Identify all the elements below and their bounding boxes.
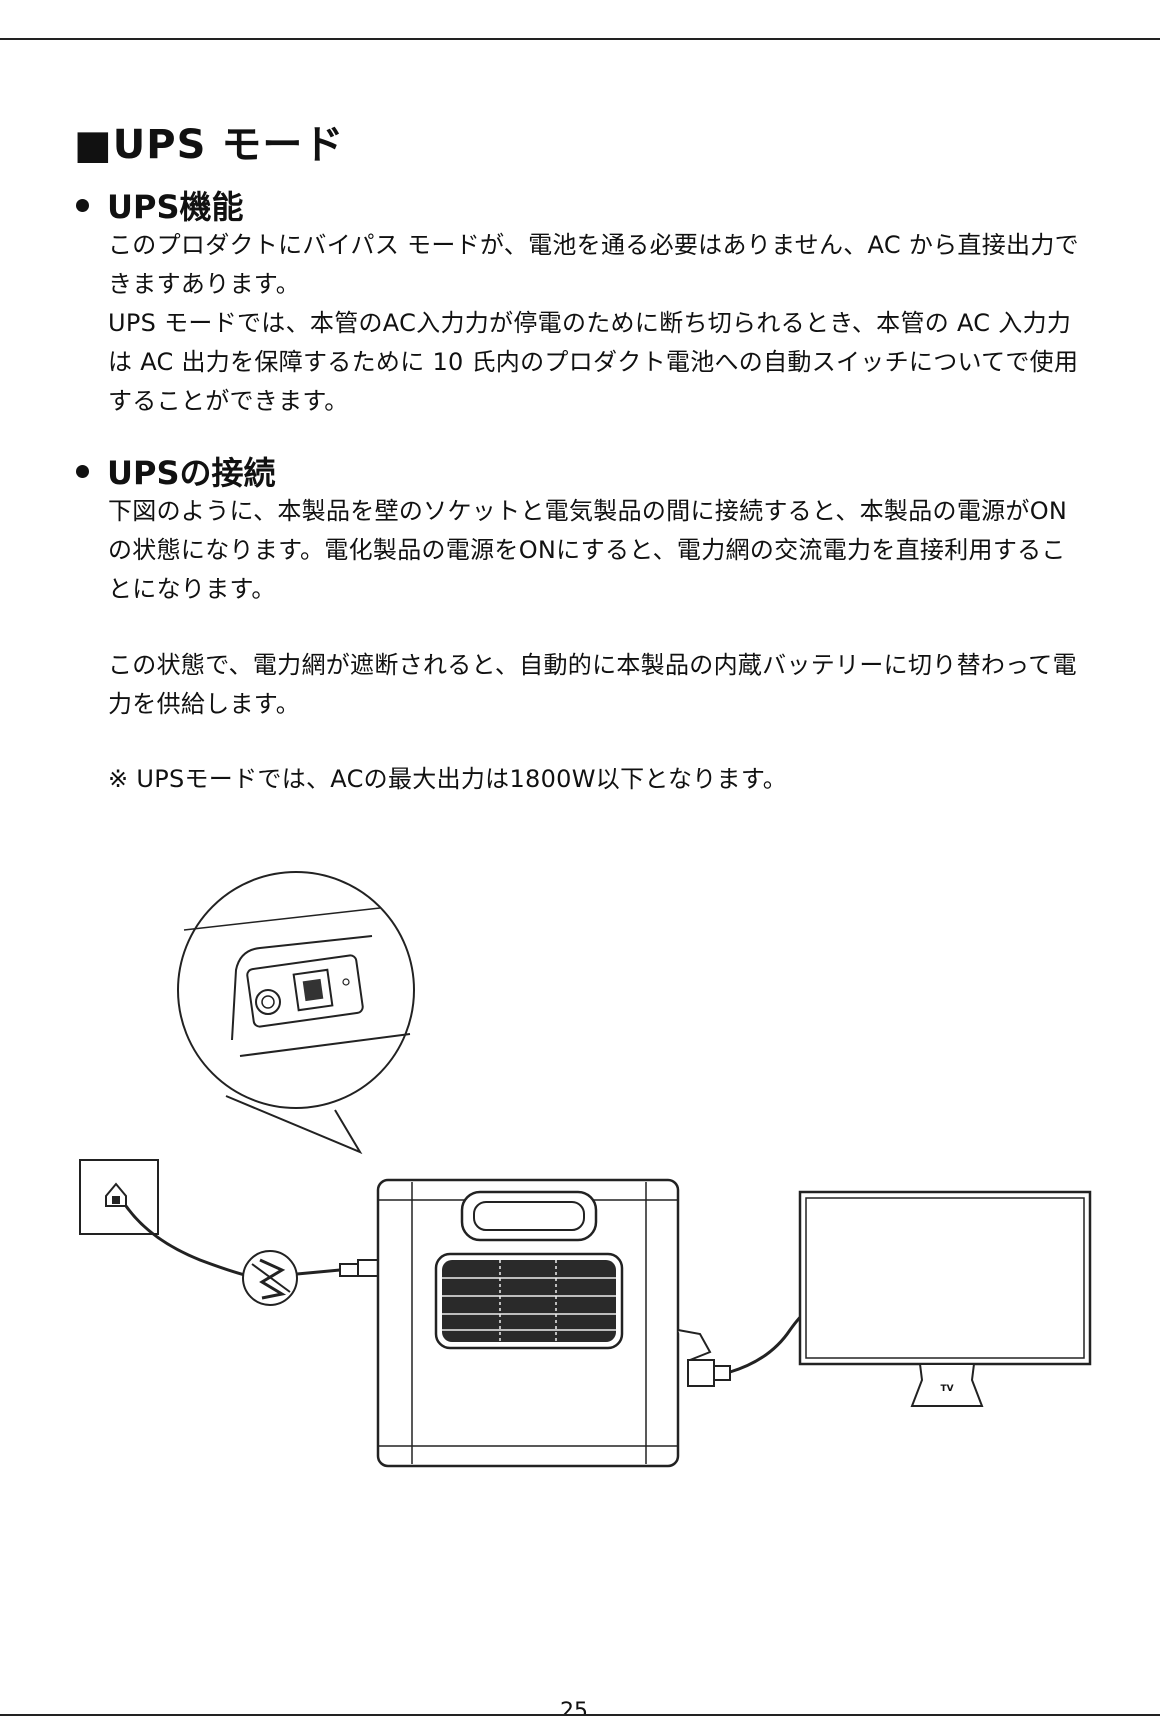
paragraph: このプロダクトにバイパス モードが、電池を通る必要はありません、AC から直接出… xyxy=(108,231,1079,298)
footer-rule xyxy=(0,1714,1160,1716)
tv-label: TV xyxy=(940,1384,953,1394)
header-rule xyxy=(0,38,1160,40)
wall-outlet xyxy=(79,1159,259,1280)
rear-panel-zoom xyxy=(177,871,415,1155)
ups-connection-diagram: TV xyxy=(79,871,1092,1468)
bullet-icon xyxy=(76,198,89,212)
paragraph: UPS モードでは、本管のAC入力力が停電のために断ち切られるとき、本管の AC… xyxy=(108,309,1079,415)
section-heading-text: UPSの接続 xyxy=(107,454,276,492)
power-cut-icon xyxy=(242,1250,298,1306)
power-station-icon xyxy=(376,1178,731,1468)
section-heading-ups-function: UPS機能 xyxy=(76,182,244,228)
note-paragraph: ※ UPSモードでは、ACの最大出力は1800W以下となります。 xyxy=(108,765,788,793)
page-title: ■UPS モード xyxy=(74,122,345,168)
bullet-icon xyxy=(76,464,89,478)
paragraph: この状態で、電力網が遮断されると、自動的に本製品の内蔵バッテリーに切り替わって電… xyxy=(108,651,1077,718)
section-heading-ups-connection: UPSの接続 xyxy=(76,448,276,494)
tv-icon: TV xyxy=(798,1190,1092,1407)
section-heading-text: UPS機能 xyxy=(107,188,244,226)
page-number: 25 xyxy=(560,1700,588,1714)
wall-outlet-icon xyxy=(105,1182,127,1207)
paragraph: 下図のように、本製品を壁のソケットと電気製品の間に接続すると、本製品の電源がON… xyxy=(108,497,1068,603)
